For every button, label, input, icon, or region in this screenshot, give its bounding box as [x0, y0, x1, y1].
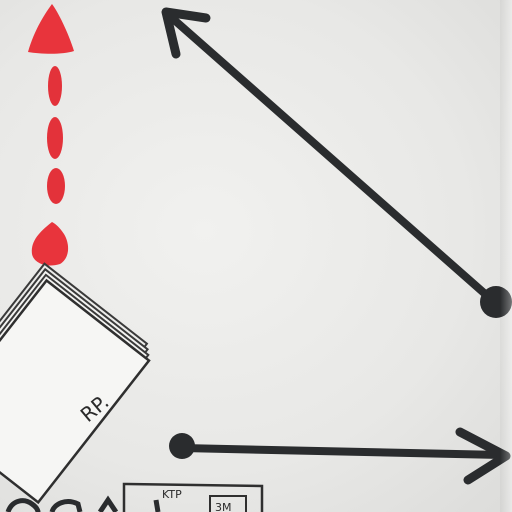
red-dash-4 — [31, 222, 69, 266]
red-dashed-up-arrow-icon — [28, 4, 74, 266]
cut-off-text-strokes — [5, 495, 161, 512]
paper-edge — [500, 0, 512, 512]
diagonal-arrowhead — [161, 7, 211, 59]
horizontal-arrow-line — [178, 444, 506, 459]
red-dash-2 — [47, 117, 63, 159]
horizontal-arrowhead — [455, 427, 511, 485]
red-dash-1 — [48, 66, 62, 106]
horizontal-arrow-dot — [169, 433, 195, 459]
diagonal-arrow-line — [168, 14, 496, 304]
document-stack-icon — [0, 262, 151, 505]
diagonal-arrow-icon — [161, 7, 512, 318]
bottom-box-inner-rect — [209, 495, 247, 512]
red-dash-3 — [47, 168, 65, 204]
red-arrowhead — [28, 4, 74, 54]
bottom-box: KTP 3M — [122, 482, 264, 512]
bottom-box-outline — [122, 482, 264, 512]
bottom-box-inner-label: 3M — [215, 501, 232, 512]
bottom-box-label: KTP — [162, 488, 182, 501]
diagonal-arrow-dot — [480, 286, 512, 318]
document-sheet-1 — [0, 278, 151, 505]
horizontal-arrow-icon — [169, 427, 511, 485]
